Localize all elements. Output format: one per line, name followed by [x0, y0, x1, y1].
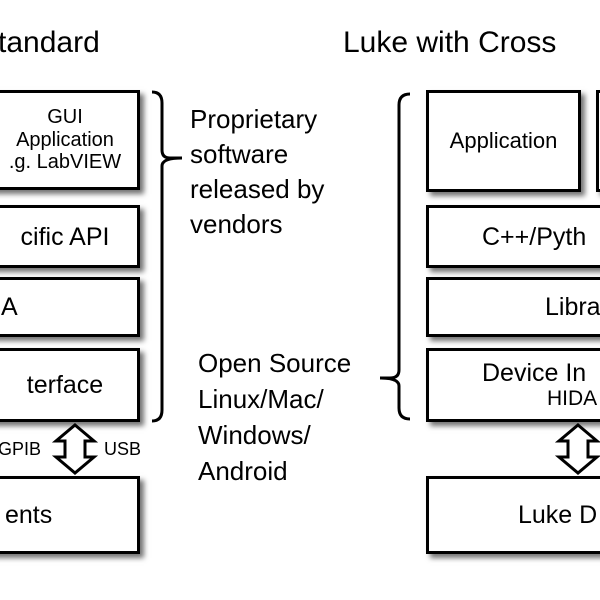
application-box: Application	[426, 90, 581, 192]
gpib-label: GPIB	[0, 439, 42, 459]
proprietary-line-1: Proprietary	[190, 104, 318, 134]
proprietary-line-4: vendors	[190, 209, 283, 239]
left-double-arrow-icon	[51, 423, 99, 475]
gui-application-box: GUI Application .g. LabVIEW	[0, 90, 140, 190]
device-interface-line-1: Device In	[482, 359, 587, 388]
gui-line-3: .g. LabVIEW	[8, 151, 122, 174]
right-double-arrow-icon	[554, 423, 600, 475]
specific-api-box: cific API	[0, 205, 140, 268]
open-source-brace	[379, 92, 411, 421]
library-box: Libra	[426, 277, 600, 337]
right-title: Luke with Cross	[343, 26, 557, 59]
open-source-line-4: Android	[198, 456, 288, 486]
specific-api-label: cific API	[20, 222, 110, 251]
application-label: Application	[449, 127, 558, 153]
gui-line-1: GUI	[47, 106, 83, 129]
instruments-label: ents	[5, 501, 53, 529]
gui-line-2: Application	[16, 128, 114, 151]
interface-label: terface	[26, 371, 104, 399]
open-source-line-3: Windows/	[198, 420, 311, 450]
proprietary-annotation: Proprietary software released by vendors	[190, 102, 324, 242]
cpp-python-box: C++/Pyth	[426, 205, 600, 268]
open-source-line-1: Open Source	[198, 348, 352, 378]
open-source-annotation: Open Source Linux/Mac/ Windows/ Android	[198, 345, 351, 489]
device-interface-box: Device In HIDA	[426, 348, 600, 422]
instruments-box: ents	[0, 476, 140, 554]
open-source-line-2: Linux/Mac/	[198, 384, 324, 414]
proprietary-line-3: released by	[190, 174, 325, 204]
usb-label: USB	[104, 439, 142, 459]
cpp-python-label: C++/Pyth	[482, 222, 587, 251]
library-label: Libra	[545, 293, 600, 321]
proprietary-brace	[151, 90, 183, 423]
luke-device-box: Luke D	[426, 476, 600, 554]
proprietary-line-2: software	[190, 139, 289, 169]
device-interface-line-2: HIDA	[547, 387, 598, 411]
visa-label: A	[1, 293, 18, 321]
interface-box: terface	[0, 348, 140, 422]
left-title: tandard	[0, 26, 100, 59]
luke-device-label: Luke D	[518, 501, 598, 529]
right-partial-box	[596, 90, 600, 192]
visa-box: A	[0, 277, 140, 337]
